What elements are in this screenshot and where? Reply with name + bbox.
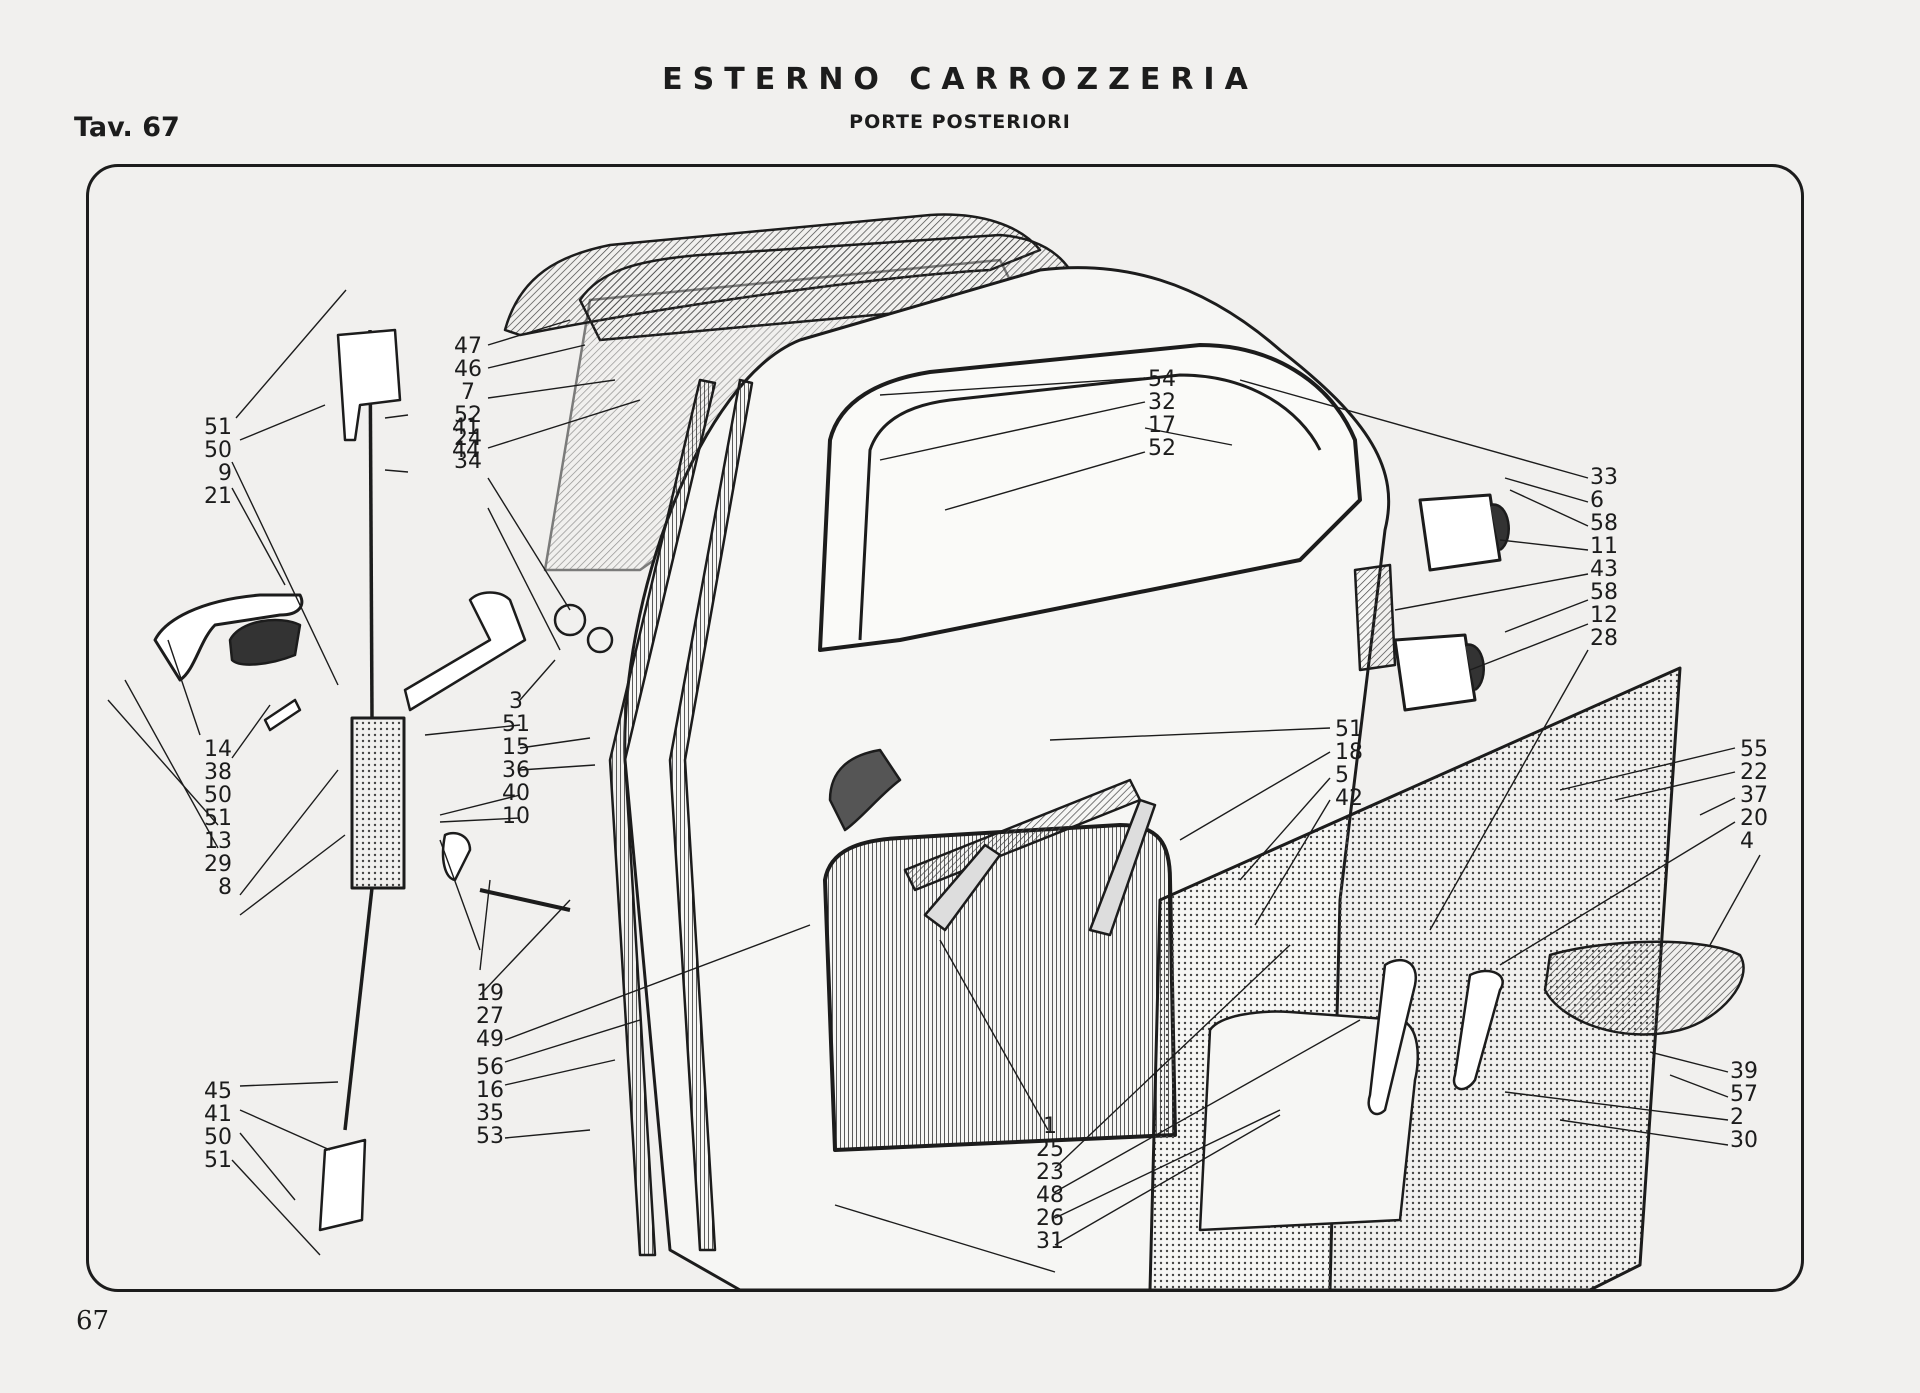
door-handle-interior bbox=[1452, 969, 1504, 1091]
control-rod-lower bbox=[343, 887, 374, 1131]
callout-mid-upper: 47 46 7 52 24 34 bbox=[454, 334, 482, 474]
callout-lock-rod-lower: 14 38 50 51 13 29 8 bbox=[204, 737, 232, 900]
callout-armrest-group: 39 57 2 30 bbox=[1730, 1059, 1758, 1153]
exterior-handle bbox=[153, 593, 304, 682]
callout-hinge-group: 33 6 58 11 43 58 12 28 bbox=[1590, 465, 1618, 651]
callout-rod-side: 41 44 bbox=[452, 415, 480, 463]
page-number: 67 bbox=[76, 1306, 110, 1336]
armrest bbox=[1543, 940, 1745, 1036]
page-title: ESTERNO CARROZZERIA bbox=[662, 62, 1258, 97]
callout-panel-group: 55 22 37 20 4 bbox=[1740, 737, 1768, 854]
page-subtitle: PORTE POSTERIORI bbox=[849, 111, 1071, 133]
callout-lock-rod-bottom: 45 41 50 51 bbox=[204, 1079, 232, 1173]
callout-handle-group: 19 27 49 bbox=[476, 981, 504, 1052]
weatherstrip-channel bbox=[608, 378, 717, 1257]
callout-window-group: 54 32 17 52 bbox=[1148, 367, 1176, 461]
callout-mid-lower: 3 51 15 36 40 10 bbox=[502, 689, 530, 829]
hinge-upper bbox=[1418, 493, 1502, 572]
door-window-opening bbox=[818, 343, 1362, 652]
lock-plate bbox=[350, 716, 406, 890]
check-strap bbox=[1353, 563, 1397, 672]
callout-center-right: 51 18 5 42 bbox=[1335, 717, 1363, 811]
window-winder bbox=[1367, 958, 1418, 1116]
callout-lock-rod-upper: 51 50 9 21 bbox=[204, 415, 232, 509]
plate-number: Tav. 67 bbox=[74, 112, 180, 143]
hinge-lower bbox=[1393, 633, 1477, 712]
callout-bottom-center: 1 25 23 48 26 31 bbox=[1036, 1114, 1064, 1254]
lock-lever bbox=[403, 591, 527, 712]
callout-frame-group: 56 16 35 53 bbox=[476, 1055, 504, 1149]
